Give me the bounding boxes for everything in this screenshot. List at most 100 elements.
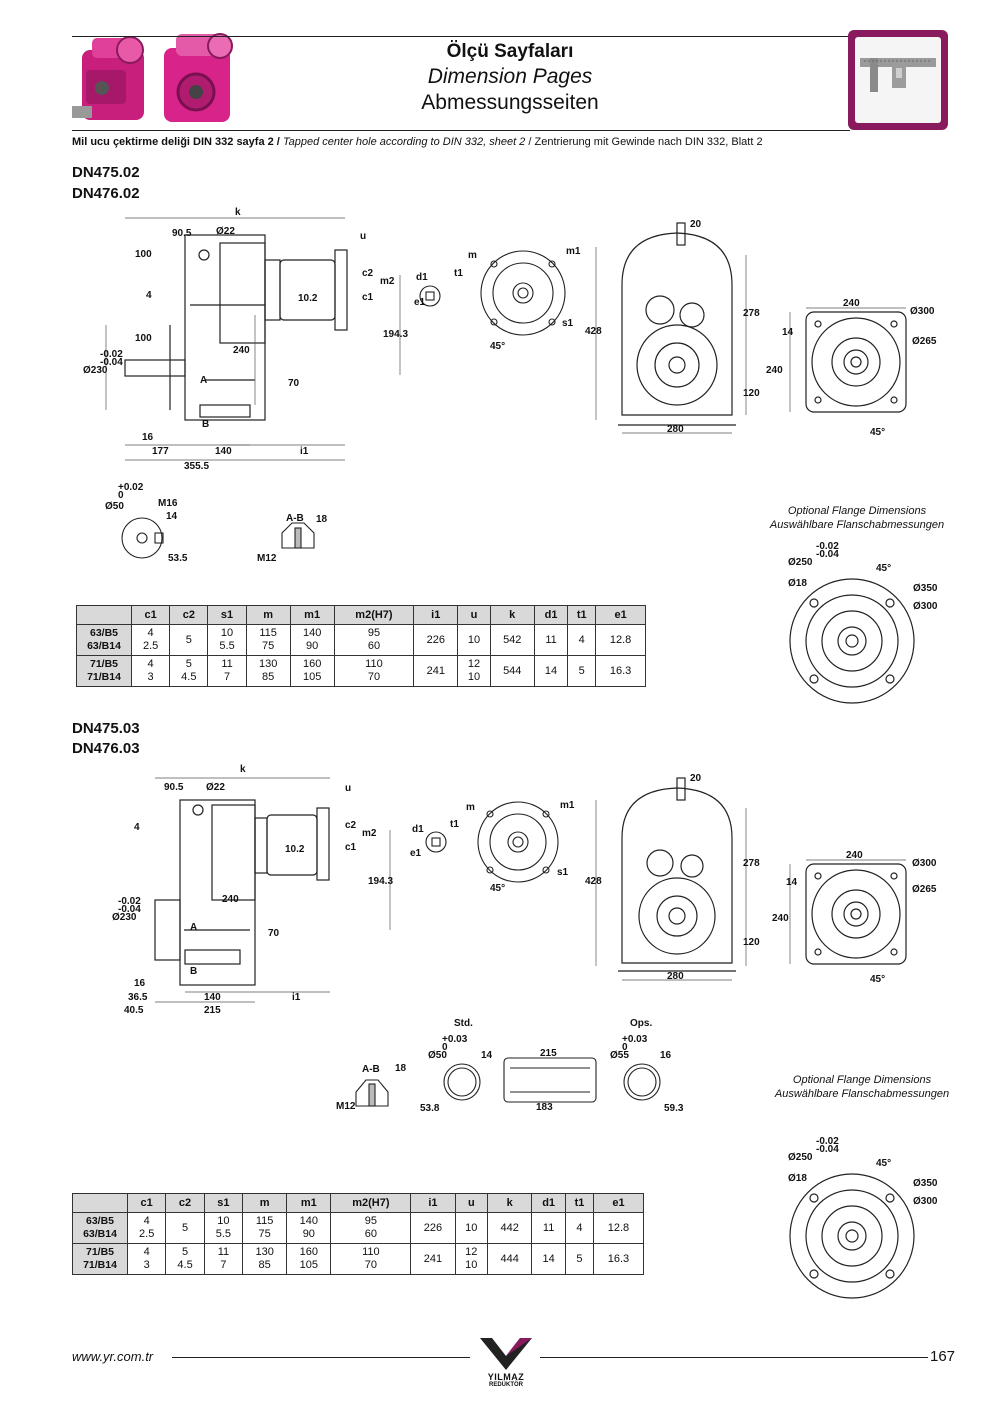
cell-value: 85	[262, 671, 275, 683]
cell-value: 11	[217, 1246, 230, 1258]
dim-d230: Ø230	[83, 365, 108, 376]
dim-20: 20	[690, 773, 702, 784]
dim-280: 280	[667, 424, 684, 435]
table-header-cell	[76, 605, 132, 625]
title-turkish: Ölçü Sayfaları	[446, 41, 574, 62]
table-header-cell: c2	[169, 605, 209, 625]
label-ops: Ops.	[630, 1018, 652, 1029]
table-cell-i1: 241	[413, 655, 459, 687]
dim-177: 177	[152, 446, 169, 457]
detail-18: 18	[316, 514, 328, 525]
dim-c1: c1	[362, 292, 374, 303]
flange-d300: Ø300	[913, 601, 938, 612]
table-cell-k: 544	[489, 655, 535, 687]
ops-16: 16	[660, 1050, 672, 1061]
dim-16: 16	[142, 432, 154, 443]
cell-value: 10	[217, 1215, 230, 1227]
cell-value: 4	[147, 627, 154, 639]
cell-value: 60	[364, 1228, 377, 1240]
dim-flange-240a: 240	[843, 298, 860, 309]
dim-100a: 100	[135, 249, 152, 260]
std-14: 14	[481, 1050, 493, 1061]
cell-value: 12	[465, 1246, 478, 1258]
flange-d300: Ø300	[913, 1196, 938, 1207]
detail-ab: A-B	[362, 1064, 380, 1075]
table-header-cell: m	[242, 1193, 288, 1213]
dim-240: 240	[222, 894, 239, 905]
yilmaz-logo	[478, 1336, 534, 1372]
section2-side-view: k 90.5 Ø22 u 4 c2 m2 10.2 c1 194.3 -0.02…	[100, 760, 410, 1020]
dim-flange-240b: 240	[772, 913, 789, 924]
shaft-d50: Ø50	[105, 501, 124, 512]
table-cell-u: 10	[454, 1212, 489, 1244]
cell-value: 4	[147, 658, 154, 670]
cell-value: 105	[302, 671, 322, 683]
cell-value: 2.5	[139, 1228, 155, 1240]
dim-278: 278	[743, 858, 760, 869]
table-header-cell: t1	[565, 1193, 594, 1213]
cell-value: 140	[299, 1215, 318, 1227]
flange-d18: Ø18	[788, 578, 807, 589]
table-cell-c2: 5	[165, 1212, 205, 1244]
section1-square-flange-view: 240 14 Ø300 Ø265 240 45°	[760, 290, 950, 445]
caliper-icon	[846, 28, 950, 132]
cell-value: 95	[367, 627, 381, 639]
header-bottom-rule	[72, 130, 850, 131]
flange-45: 45°	[876, 563, 891, 574]
dim-s1: s1	[562, 318, 574, 329]
cell-value: 7	[220, 1259, 227, 1271]
table-cell-e1: 12.8	[592, 1212, 645, 1244]
dim-428: 428	[585, 876, 602, 887]
row-label: 71/B14	[83, 1259, 117, 1271]
page-number: 167	[930, 1348, 956, 1365]
dim-flange-14: 14	[782, 327, 794, 338]
table-header-cell: m2(H7)	[333, 605, 415, 625]
table-cell-d1: 14	[533, 655, 569, 687]
table-cell-t1: 4	[565, 1212, 594, 1244]
table-header-cell: m2(H7)	[330, 1193, 412, 1213]
dim-m2: m2	[380, 276, 395, 287]
dim-70: 70	[268, 928, 280, 939]
dim-4: 4	[134, 822, 140, 833]
cell-value: 10	[467, 671, 481, 683]
flange-45: 45°	[876, 1158, 891, 1169]
row-label: 63/B5	[85, 1215, 115, 1227]
table-header-cell: s1	[207, 605, 247, 625]
dim-d22: Ø22	[206, 782, 225, 793]
note-turkish: Mil ucu çektirme deliği DIN 332 sayfa 2 …	[72, 136, 280, 148]
table-cell-t1: 5	[567, 655, 597, 687]
cell-value: 115	[259, 627, 277, 639]
flange-d250: Ø250	[788, 1152, 813, 1163]
center-hole-note: Mil ucu çektirme deliği DIN 332 sayfa 2 …	[72, 136, 763, 148]
optional-caption-de: Auswählbare Flanschabmessungen	[774, 1088, 950, 1100]
dim-45: 45°	[490, 883, 505, 894]
cell-value: 5.5	[215, 1228, 232, 1240]
table-header-cell: u	[454, 1193, 489, 1213]
table-header-cell: e1	[595, 605, 646, 625]
dim-278: 278	[743, 308, 760, 319]
cell-value: 130	[255, 1246, 274, 1258]
cell-value: 110	[362, 1246, 380, 1258]
table-cell-d1: 14	[531, 1243, 566, 1275]
dim-d230: Ø230	[112, 912, 137, 923]
table-cell-t1: 5	[565, 1243, 594, 1275]
title-english: Dimension Pages	[427, 65, 593, 88]
